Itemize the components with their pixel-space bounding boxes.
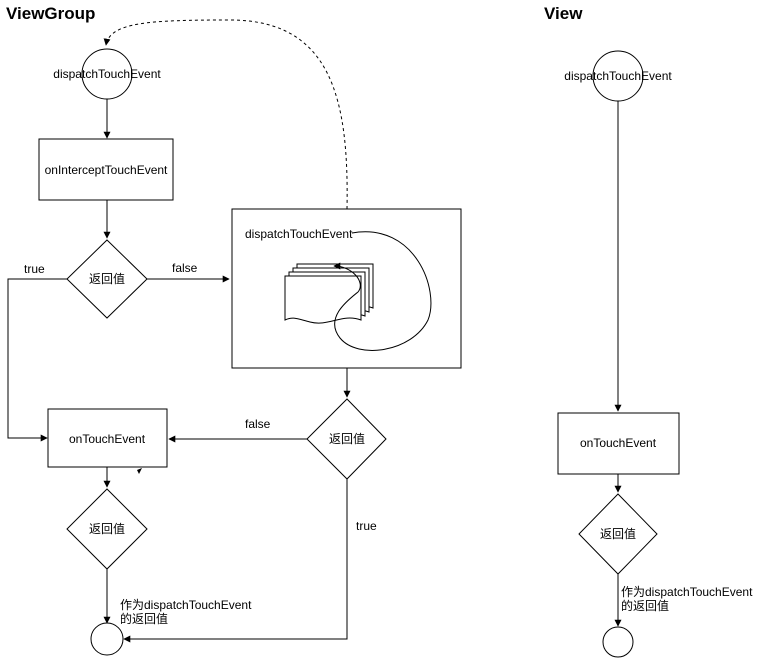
decision-2-label: 返回值 xyxy=(329,431,365,446)
view-dispatch-node: dispatchTouchEvent xyxy=(564,50,672,102)
view-return-note-1: 作为dispatchTouchEvent xyxy=(621,585,753,599)
view-decision-node: 返回值 xyxy=(578,493,658,575)
viewgroup-dispatch-label: dispatchTouchEvent xyxy=(53,67,161,81)
view-ontouch-node: onTouchEvent xyxy=(557,412,680,475)
viewgroup-end-node xyxy=(90,622,124,656)
small-tick-mark xyxy=(137,468,142,474)
false2-label: false xyxy=(245,417,271,431)
false-label: false xyxy=(172,261,198,275)
intercept-label: onInterceptTouchEvent xyxy=(45,163,168,177)
decision-3-node: 返回值 xyxy=(66,488,148,570)
viewgroup-return-note-1: 作为dispatchTouchEvent xyxy=(120,598,252,612)
edge-decision1-true xyxy=(7,278,67,442)
decision-3-label: 返回值 xyxy=(89,521,125,536)
view-decision-label: 返回值 xyxy=(600,526,636,541)
view-dispatch-label: dispatchTouchEvent xyxy=(564,69,672,83)
viewgroup-return-note-2: 的返回值 xyxy=(120,611,168,626)
viewgroup-ontouch-node: onTouchEvent xyxy=(47,408,168,468)
decision-1-label: 返回值 xyxy=(89,271,125,286)
view-title: View xyxy=(544,4,583,23)
true-label: true xyxy=(24,262,45,276)
recursion-dashed-return xyxy=(103,19,348,210)
view-end-node xyxy=(602,626,634,658)
decision-1-node: 返回值 xyxy=(66,239,148,319)
view-ontouch-label: onTouchEvent xyxy=(580,436,657,450)
viewgroup-ontouch-label: onTouchEvent xyxy=(69,432,146,446)
decision-2-node: 返回值 xyxy=(306,398,387,480)
edge-decision2-true xyxy=(123,479,348,643)
children-stack-icon xyxy=(284,263,374,324)
viewgroup-dispatch-node: dispatchTouchEvent xyxy=(53,48,161,100)
intercept-node: onInterceptTouchEvent xyxy=(38,138,174,201)
viewgroup-title: ViewGroup xyxy=(6,4,95,23)
view-return-note-2: 的返回值 xyxy=(621,598,669,613)
recursion-loop xyxy=(333,231,432,351)
child-dispatch-label: dispatchTouchEvent xyxy=(245,227,353,241)
true2-label: true xyxy=(356,519,377,533)
